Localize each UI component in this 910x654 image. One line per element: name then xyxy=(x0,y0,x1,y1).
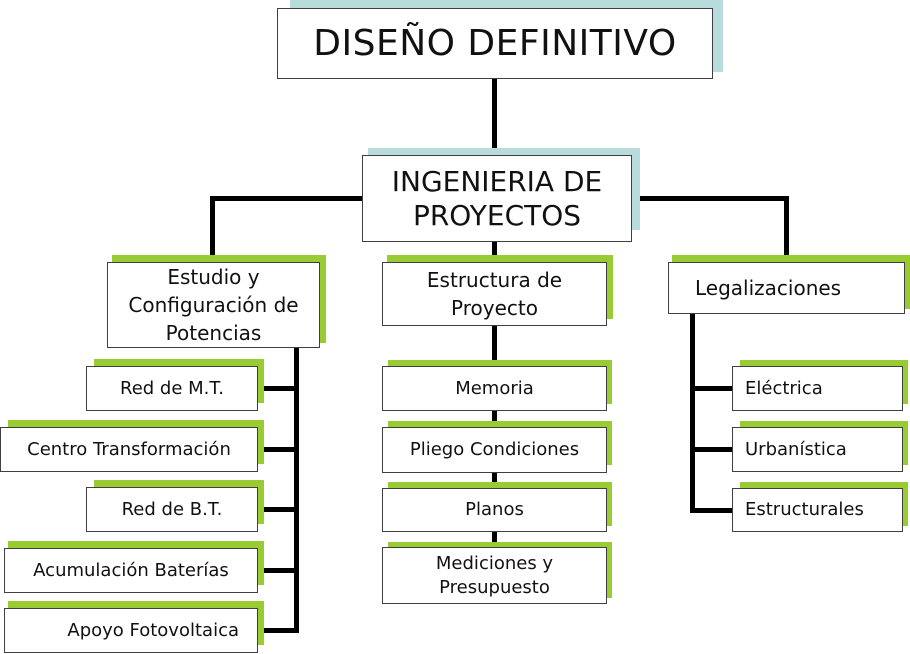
potencias-item-label: Red de B.T. xyxy=(121,498,223,520)
estructura-item-4: Mediciones y Presupuesto xyxy=(382,547,607,604)
legalizaciones-item-label: Urbanística xyxy=(745,438,847,460)
legalizaciones-box: Legalizaciones xyxy=(668,262,905,314)
connector-potencias-branch-3 xyxy=(258,507,297,512)
potencias-item-label: Acumulación Baterías xyxy=(33,559,229,581)
connector-engineering-mid xyxy=(492,241,497,263)
estructura-item-label: Planos xyxy=(465,499,524,520)
legalizaciones-item-3: Estructurales xyxy=(732,488,903,532)
connector-engineering-right xyxy=(631,196,789,201)
estructura-text: Estructura de Proyecto xyxy=(426,268,563,320)
potencias-text: Estudio y Configuración de Potencias xyxy=(128,265,299,345)
title-text: DISEÑO DEFINITIVO xyxy=(313,23,677,64)
engineering-text: INGENIERIA DE PROYECTOS xyxy=(391,164,603,232)
estructura-item-2: Pliego Condiciones xyxy=(382,427,607,473)
estructura-item-label: Pliego Condiciones xyxy=(409,439,580,460)
legalizaciones-item-label: Eléctrica xyxy=(745,377,823,399)
potencias-item-label: Apoyo Fotovoltaica xyxy=(67,619,239,641)
potencias-item-label: Red de M.T. xyxy=(120,377,224,399)
connector-left-drop xyxy=(210,196,215,264)
potencias-item-3: Red de B.T. xyxy=(86,487,258,532)
connector-potencias-branch-5 xyxy=(258,628,297,633)
legalizaciones-item-label: Estructurales xyxy=(745,499,864,520)
title-box: DISEÑO DEFINITIVO xyxy=(277,8,713,79)
legalizaciones-text: Legalizaciones xyxy=(695,276,842,300)
potencias-box: Estudio y Configuración de Potencias xyxy=(107,262,320,348)
connector-title-engineering xyxy=(492,78,497,156)
connector-right-drop xyxy=(784,196,789,264)
connector-legal-trunk xyxy=(690,313,695,513)
estructura-item-1: Memoria xyxy=(382,366,607,411)
potencias-item-4: Acumulación Baterías xyxy=(4,548,258,593)
connector-legal-branch-3 xyxy=(690,508,734,513)
potencias-item-1: Red de M.T. xyxy=(86,366,258,411)
potencias-item-2: Centro Transformación xyxy=(0,427,258,472)
connector-potencias-branch-1 xyxy=(258,386,297,391)
estructura-item-label: Mediciones y Presupuesto xyxy=(435,552,554,598)
connector-potencias-branch-2 xyxy=(258,447,297,452)
potencias-item-label: Centro Transformación xyxy=(27,438,231,460)
potencias-item-5: Apoyo Fotovoltaica xyxy=(4,608,258,653)
connector-potencias-trunk xyxy=(294,347,299,633)
estructura-box: Estructura de Proyecto xyxy=(382,262,607,326)
connector-potencias-branch-4 xyxy=(258,568,297,573)
legalizaciones-item-1: Eléctrica xyxy=(732,366,903,411)
connector-engineering-left xyxy=(212,196,363,201)
estructura-item-label: Memoria xyxy=(455,377,534,399)
connector-legal-branch-2 xyxy=(690,447,734,452)
legalizaciones-item-2: Urbanística xyxy=(732,427,903,472)
connector-legal-branch-1 xyxy=(690,386,734,391)
estructura-item-3: Planos xyxy=(382,488,607,532)
engineering-box: INGENIERIA DE PROYECTOS xyxy=(362,155,632,242)
